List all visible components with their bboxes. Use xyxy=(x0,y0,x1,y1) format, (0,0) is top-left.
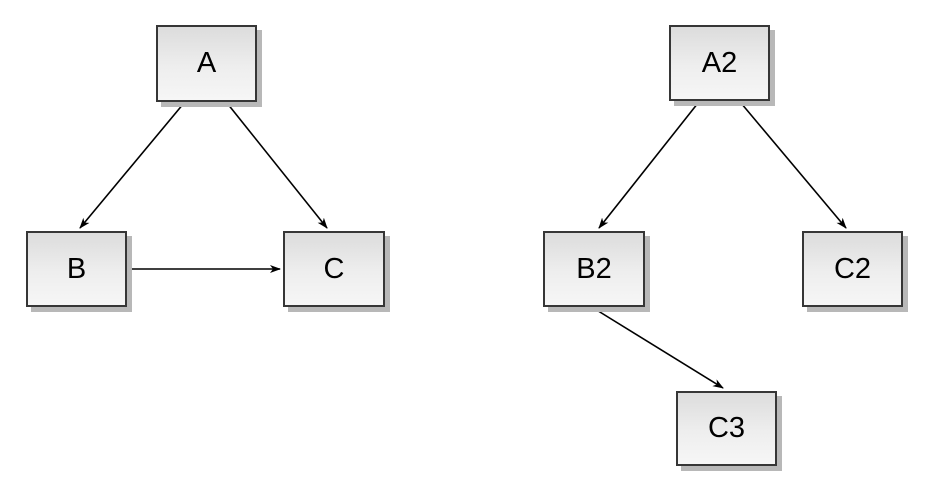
edge-A2-C2[interactable] xyxy=(740,102,847,229)
node-B[interactable]: B xyxy=(26,231,127,307)
node-label-C2: C2 xyxy=(833,252,872,285)
node-label-B: B xyxy=(66,252,87,285)
node-A2[interactable]: A2 xyxy=(669,25,770,101)
edge-A-B[interactable] xyxy=(79,102,185,229)
edge-B2-C3[interactable] xyxy=(594,308,724,389)
node-label-C: C xyxy=(323,252,345,285)
node-label-C3: C3 xyxy=(707,412,746,444)
edge-A-C[interactable] xyxy=(226,102,328,229)
node-label-B2: B2 xyxy=(576,252,612,285)
node-A[interactable]: A xyxy=(156,25,257,102)
node-C[interactable]: C xyxy=(283,231,385,307)
node-label-A: A xyxy=(196,47,217,79)
edge-A2-B2[interactable] xyxy=(598,102,699,229)
node-C2[interactable]: C2 xyxy=(802,231,903,307)
node-B2[interactable]: B2 xyxy=(543,231,645,307)
node-label-A2: A2 xyxy=(701,46,738,79)
node-C3[interactable]: C3 xyxy=(676,391,777,466)
